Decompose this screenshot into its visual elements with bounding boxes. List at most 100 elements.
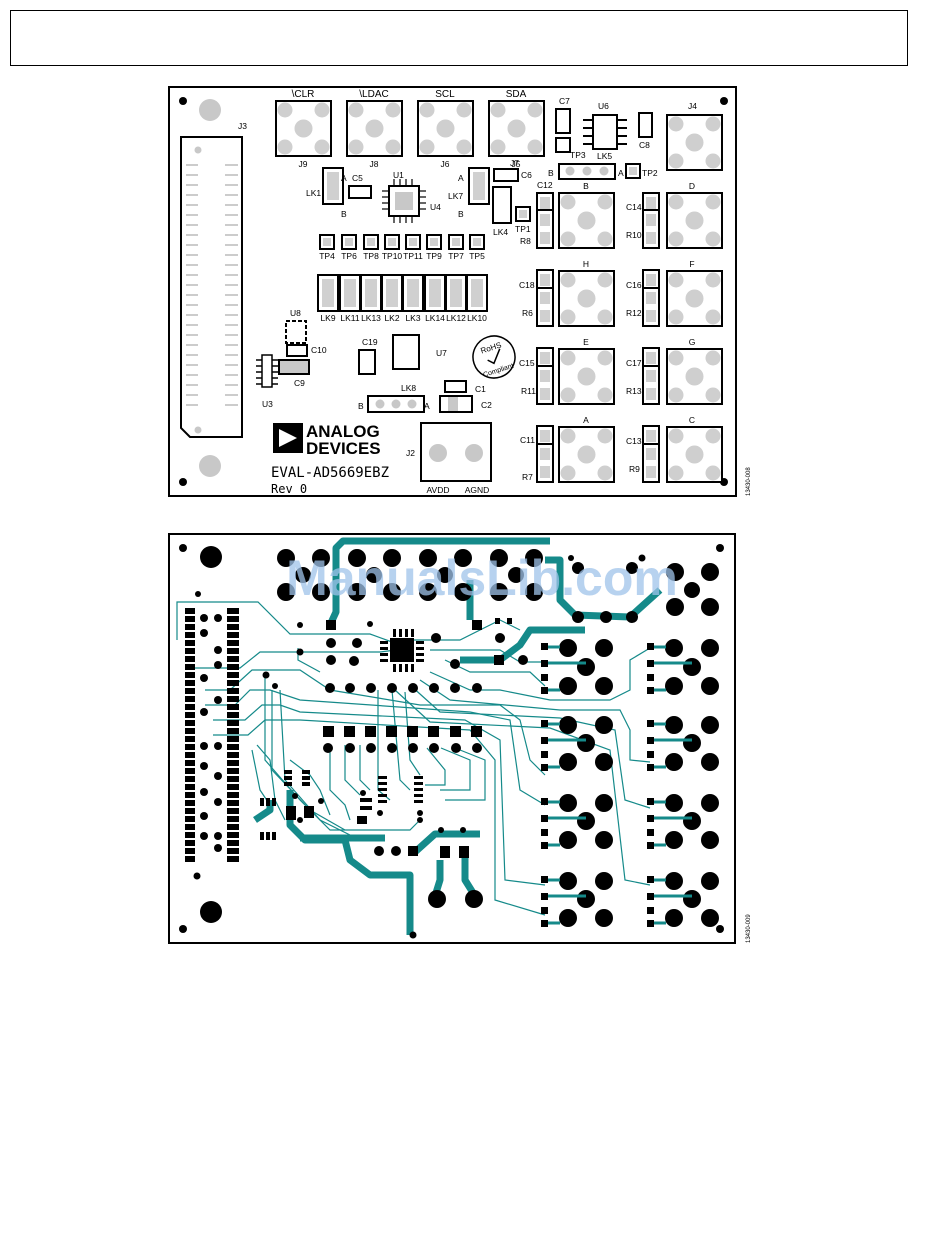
c9-label: C9 — [294, 378, 305, 388]
c2-label: C2 — [481, 400, 492, 410]
cap-label: C14 — [626, 202, 642, 212]
tp2-label: TP2 — [642, 168, 658, 178]
u7-footprint — [357, 776, 483, 939]
cap-label: C11 — [520, 435, 535, 445]
avdd-label: AVDD — [427, 485, 450, 495]
board-name: EVAL-AD5669EBZ — [271, 465, 389, 481]
sma-connector — [417, 100, 474, 157]
u1-label: U1 — [393, 170, 404, 180]
connector-header-ldac: \LDAC — [359, 89, 388, 100]
page-header-box — [10, 10, 908, 66]
jumper-row-pads — [323, 726, 482, 753]
lk7-jumper — [468, 167, 490, 205]
connector-ref-j8: J8 — [370, 159, 379, 169]
lk-label: LK11 — [340, 313, 359, 323]
c10-pad — [286, 344, 308, 357]
corner-dot — [720, 97, 728, 105]
u8-label: U8 — [290, 308, 301, 318]
lower-left-components — [260, 770, 324, 840]
u1-die — [395, 192, 413, 210]
u3-chip — [256, 354, 278, 388]
mounting-hole — [200, 901, 222, 923]
j3-header: J3 — [180, 121, 247, 438]
sma-connector — [488, 100, 545, 157]
corner-dot — [179, 97, 187, 105]
j3-label: J3 — [238, 121, 247, 131]
signal-traces — [176, 601, 651, 916]
tp1-pad — [515, 206, 531, 222]
lk1-a-label: A — [341, 173, 347, 183]
res-label: R10 — [626, 230, 642, 240]
j7-label: J7 — [510, 158, 519, 168]
tp-label: TP11 — [403, 251, 423, 261]
lk-label: LK12 — [446, 313, 466, 323]
svg-text:DEVICES: DEVICES — [306, 439, 381, 458]
lk7-b-label: B — [458, 209, 464, 219]
u7-label: U7 — [436, 348, 447, 358]
c19-label: C19 — [362, 337, 378, 347]
lk-row: LK9 LK11 LK13 LK2 LK3 LK14 LK12 LK10 — [317, 274, 488, 323]
mounting-hole — [200, 546, 222, 568]
cap-label: C16 — [626, 280, 642, 290]
copper-layout-figure: 13430-009 ManualsLib.com — [168, 533, 752, 944]
lk-label: LK13 — [361, 313, 381, 323]
lk8-a-label: A — [424, 401, 430, 411]
cap-label: C17 — [626, 358, 642, 368]
lk1-jumper — [322, 167, 344, 205]
c1-pad — [444, 380, 467, 393]
sma-connector — [346, 100, 403, 157]
lk1-b-label: B — [341, 209, 347, 219]
lk4-jumper — [492, 186, 512, 224]
top-connectors: \CLR \LDAC SCL SDA J9 J8 J6 J5 — [275, 89, 545, 169]
tp1-label: TP1 — [515, 224, 531, 234]
j3-pins — [185, 608, 239, 862]
c6-label: C6 — [521, 170, 532, 180]
channel-label: H — [583, 259, 589, 269]
tp2-pad — [625, 163, 641, 179]
cap-label: C15 — [519, 358, 535, 368]
lk5-b-label: B — [548, 168, 554, 178]
sma-connector — [275, 100, 332, 157]
u6-label: U6 — [598, 101, 609, 111]
res-label: R6 — [522, 308, 533, 318]
lk7-label: LK7 — [448, 191, 463, 201]
res-label: R13 — [626, 386, 642, 396]
lk8-b-label: B — [358, 401, 364, 411]
u3-label: U3 — [262, 399, 273, 409]
j3-vias — [193, 591, 222, 880]
u8-chip — [285, 320, 307, 344]
connector-ref-j6: J6 — [441, 159, 450, 169]
tp-label: TP10 — [382, 251, 403, 261]
c7-pad — [555, 108, 571, 134]
lk-label: LK14 — [425, 313, 445, 323]
lk7-a-label: A — [458, 173, 464, 183]
lk-label: LK9 — [320, 313, 335, 323]
c5-label: C5 — [352, 173, 363, 183]
channel-label: G — [689, 337, 696, 347]
tp-label: TP9 — [426, 251, 442, 261]
corner-dot — [179, 478, 187, 486]
tp-row: TP4 TP6 TP8 TP10 TP11 TP9 TP7 TP5 — [319, 234, 485, 261]
res-label: R11 — [521, 386, 536, 396]
connector-ref-j5: J5 — [512, 159, 521, 169]
c1-label: C1 — [475, 384, 486, 394]
svg-text:ANALOG: ANALOG — [306, 422, 380, 441]
figure-id-top: 13430-008 — [746, 467, 752, 496]
channel-label: A — [583, 415, 589, 425]
lk5-a-label: A — [618, 168, 624, 178]
cap-label: C18 — [519, 280, 535, 290]
c8-label: C8 — [639, 140, 650, 150]
lk1-label: LK1 — [306, 188, 321, 198]
sma-connector-j4 — [666, 114, 723, 171]
c6-pad — [493, 168, 519, 182]
board-revision: Rev 0 — [271, 482, 307, 496]
c7-label: C7 — [559, 96, 570, 106]
c19-pad — [358, 349, 376, 375]
dac-output-connectors: B D H F E G A C C12 R8 C18 R6 C15 — [519, 180, 723, 483]
analog-devices-logo: ANALOG DEVICES — [273, 422, 381, 458]
c9-pad — [278, 359, 310, 375]
figure-id-bottom: 13430-009 — [746, 914, 752, 943]
mounting-hole — [199, 455, 221, 477]
cap-label: C13 — [626, 436, 642, 446]
